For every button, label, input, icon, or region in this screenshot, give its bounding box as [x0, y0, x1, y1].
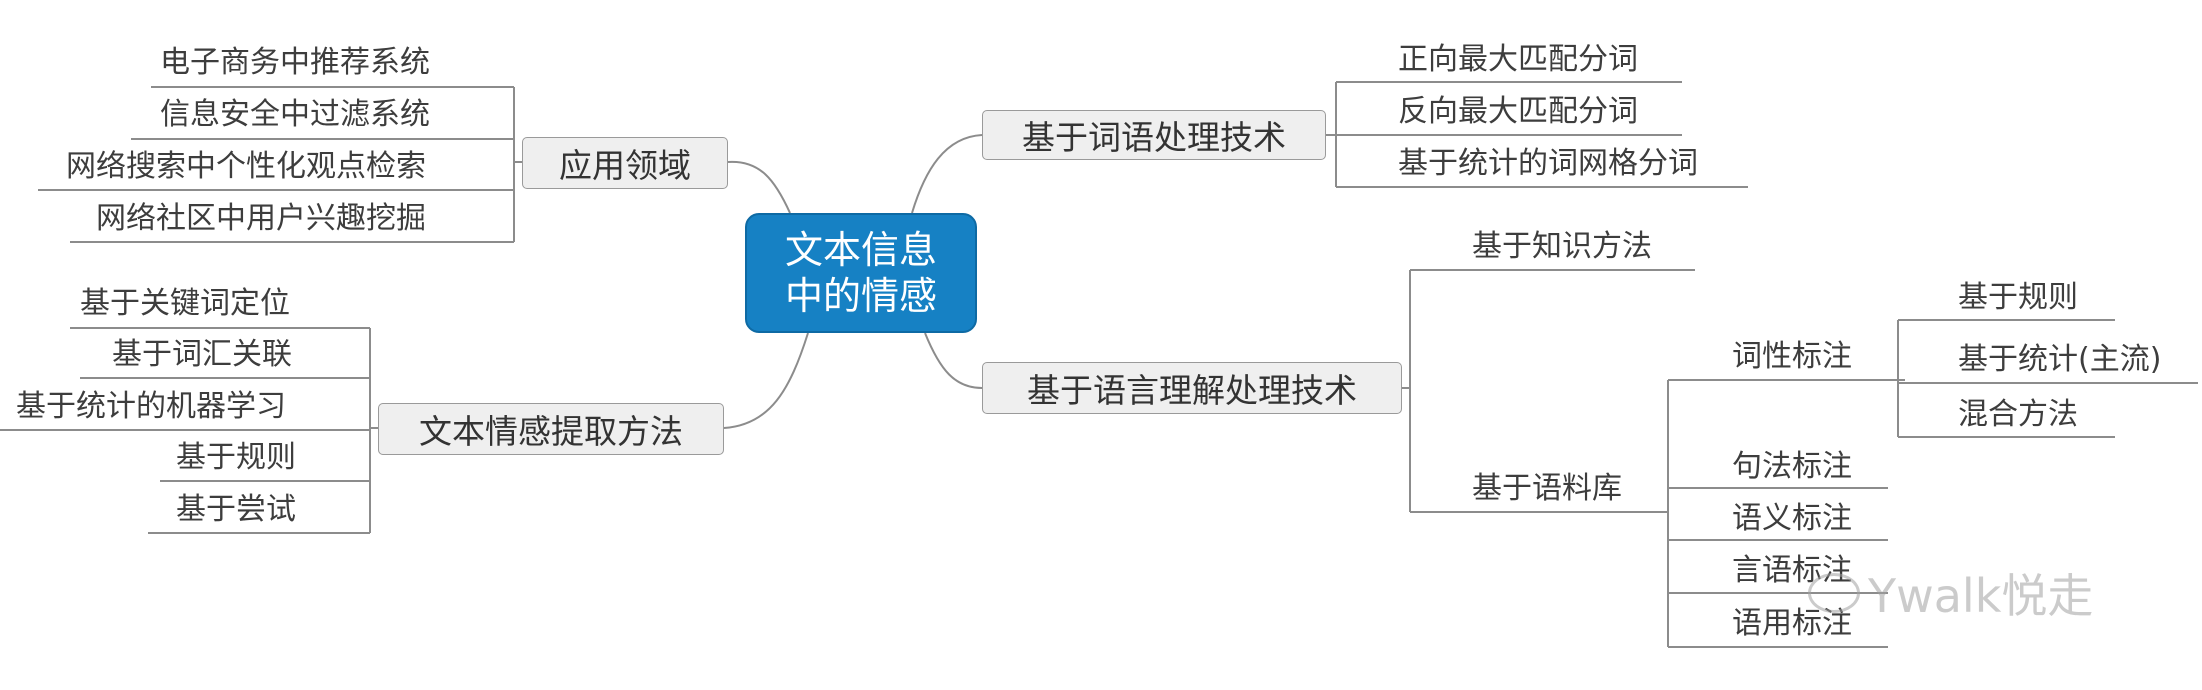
application-item[interactable]: 网络搜索中个性化观点检索 [66, 149, 426, 184]
central-topic-line2: 中的情感 [784, 274, 937, 318]
application-item[interactable]: 网络社区中用户兴趣挖掘 [96, 201, 426, 236]
connector-word-processing-items [1326, 81, 1748, 188]
corpus-annotation-item[interactable]: 语用标注 [1732, 606, 1852, 641]
pos-tagging-item[interactable]: 基于规则 [1958, 280, 2078, 315]
central-topic[interactable]: 文本信息 中的情感 [745, 213, 977, 333]
knowledge-method[interactable]: 基于知识方法 [1472, 229, 1652, 264]
word-processing-item[interactable]: 反向最大匹配分词 [1398, 94, 1638, 129]
extraction-item[interactable]: 基于尝试 [176, 492, 296, 527]
extraction-item[interactable]: 基于规则 [176, 440, 296, 475]
word-processing-item[interactable]: 基于统计的词网格分词 [1398, 146, 1698, 181]
connector-word-processing [911, 134, 983, 214]
branch-language-understanding[interactable]: 基于语言理解处理技术 [982, 362, 1402, 414]
branch-word-processing-label: 基于词语处理技术 [1022, 118, 1286, 157]
branch-extraction[interactable]: 文本情感提取方法 [378, 403, 724, 455]
connector-language-understanding [924, 332, 983, 389]
connector-language-understanding-items [1402, 269, 1695, 513]
watermark-text: Ywalk悦走 [1868, 569, 2094, 623]
pos-tagging[interactable]: 词性标注 [1732, 339, 1852, 374]
connector-extraction [723, 332, 809, 429]
extraction-item[interactable]: 基于关键词定位 [80, 286, 290, 321]
extraction-item[interactable]: 基于词汇关联 [112, 337, 292, 372]
branch-extraction-label: 文本情感提取方法 [419, 412, 683, 451]
connector-application-items [38, 86, 522, 243]
corpus-annotation-item[interactable]: 句法标注 [1732, 449, 1852, 484]
application-item[interactable]: 信息安全中过滤系统 [160, 97, 430, 132]
branch-word-processing[interactable]: 基于词语处理技术 [982, 110, 1326, 160]
connector-application [727, 160, 791, 214]
pos-tagging-item[interactable]: 基于统计(主流) [1958, 342, 2162, 377]
corpus-method[interactable]: 基于语料库 [1472, 471, 1622, 506]
application-item[interactable]: 电子商务中推荐系统 [160, 45, 430, 80]
branch-language-understanding-label: 基于语言理解处理技术 [1027, 371, 1357, 410]
connector-pos-items [1897, 319, 2198, 438]
pos-tagging-item[interactable]: 混合方法 [1958, 397, 2078, 432]
corpus-annotation-item[interactable]: 语义标注 [1732, 501, 1852, 536]
word-processing-item[interactable]: 正向最大匹配分词 [1398, 42, 1638, 77]
central-topic-line1: 文本信息 [784, 228, 937, 272]
branch-application-label: 应用领域 [559, 146, 691, 185]
branch-application[interactable]: 应用领域 [522, 137, 728, 189]
connector-corpus-items [1650, 379, 1905, 648]
watermark: Ywalk悦走 [1808, 560, 2093, 626]
extraction-item[interactable]: 基于统计的机器学习 [16, 389, 286, 424]
connector-extraction-items [0, 327, 378, 534]
wechat-logo-icon [1808, 573, 1860, 613]
